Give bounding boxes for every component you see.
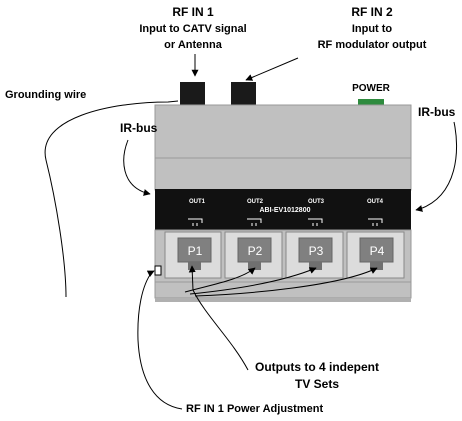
output-leader-p1: [188, 265, 249, 371]
out1-label: OUT1: [189, 199, 206, 205]
model-label: ABI-EV1012800: [260, 207, 311, 214]
output-leader-p2: [184, 267, 256, 293]
rf-in2-desc1: Input to: [352, 23, 393, 35]
outputs-label-line2: TV Sets: [295, 377, 339, 391]
device-top-housing: [154, 104, 412, 191]
ir-sensor-marks: [188, 218, 383, 226]
output-leader-p4: [194, 267, 378, 297]
port-p1-tab: [188, 262, 201, 270]
ir-sensor-1: [188, 218, 203, 226]
rf-in2-title: RF IN 2: [351, 5, 393, 19]
port-p3-label: P3: [309, 244, 324, 258]
ir-sensor-3: [308, 218, 323, 226]
irbus-left-label: IR-bus: [120, 121, 158, 135]
port-p3-tab: [309, 262, 322, 270]
ir-sensor-4: [368, 218, 383, 226]
port-p4-tab: [370, 262, 383, 270]
power-adjust-leader: [137, 270, 183, 410]
device-base-edge: [155, 298, 411, 302]
grounding-wire: [44, 100, 179, 298]
outputs-label-line1: Outputs to 4 indepent: [255, 360, 379, 374]
rf-in1-connector: [180, 82, 205, 106]
rf-in2-desc2: RF modulator output: [318, 39, 427, 51]
out3-label: OUT3: [308, 199, 325, 205]
rf-in2-connector: [231, 82, 256, 106]
rf-in1-desc1: Input to CATV signal: [139, 23, 246, 35]
port-p1-label: P1: [188, 244, 203, 258]
irbus-right-label: IR-bus: [418, 105, 456, 119]
output-leader-lines: [184, 265, 378, 371]
ir-sensor-2: [247, 218, 262, 226]
power-adjust-label: RF IN 1 Power Adjustment: [186, 403, 323, 415]
rf-in2-arrow: [245, 57, 299, 81]
port-p4-label: P4: [370, 244, 385, 258]
grounding-label: Grounding wire: [5, 89, 86, 101]
out4-label: OUT4: [367, 199, 384, 205]
device-label-band: [155, 189, 411, 230]
port-p2-tab: [248, 262, 261, 270]
rf-in1-title: RF IN 1: [172, 5, 214, 19]
power-led: [358, 99, 384, 106]
irbus-right-arrow: [415, 121, 458, 212]
output-leader-p3: [189, 267, 317, 295]
out2-label: OUT2: [247, 199, 264, 205]
irbus-left-arrow: [123, 139, 151, 196]
power-label: POWER: [352, 83, 391, 94]
port-p2-label: P2: [248, 244, 263, 258]
power-adjust-knob: [154, 265, 162, 276]
rf-in1-desc2: or Antenna: [164, 39, 223, 51]
